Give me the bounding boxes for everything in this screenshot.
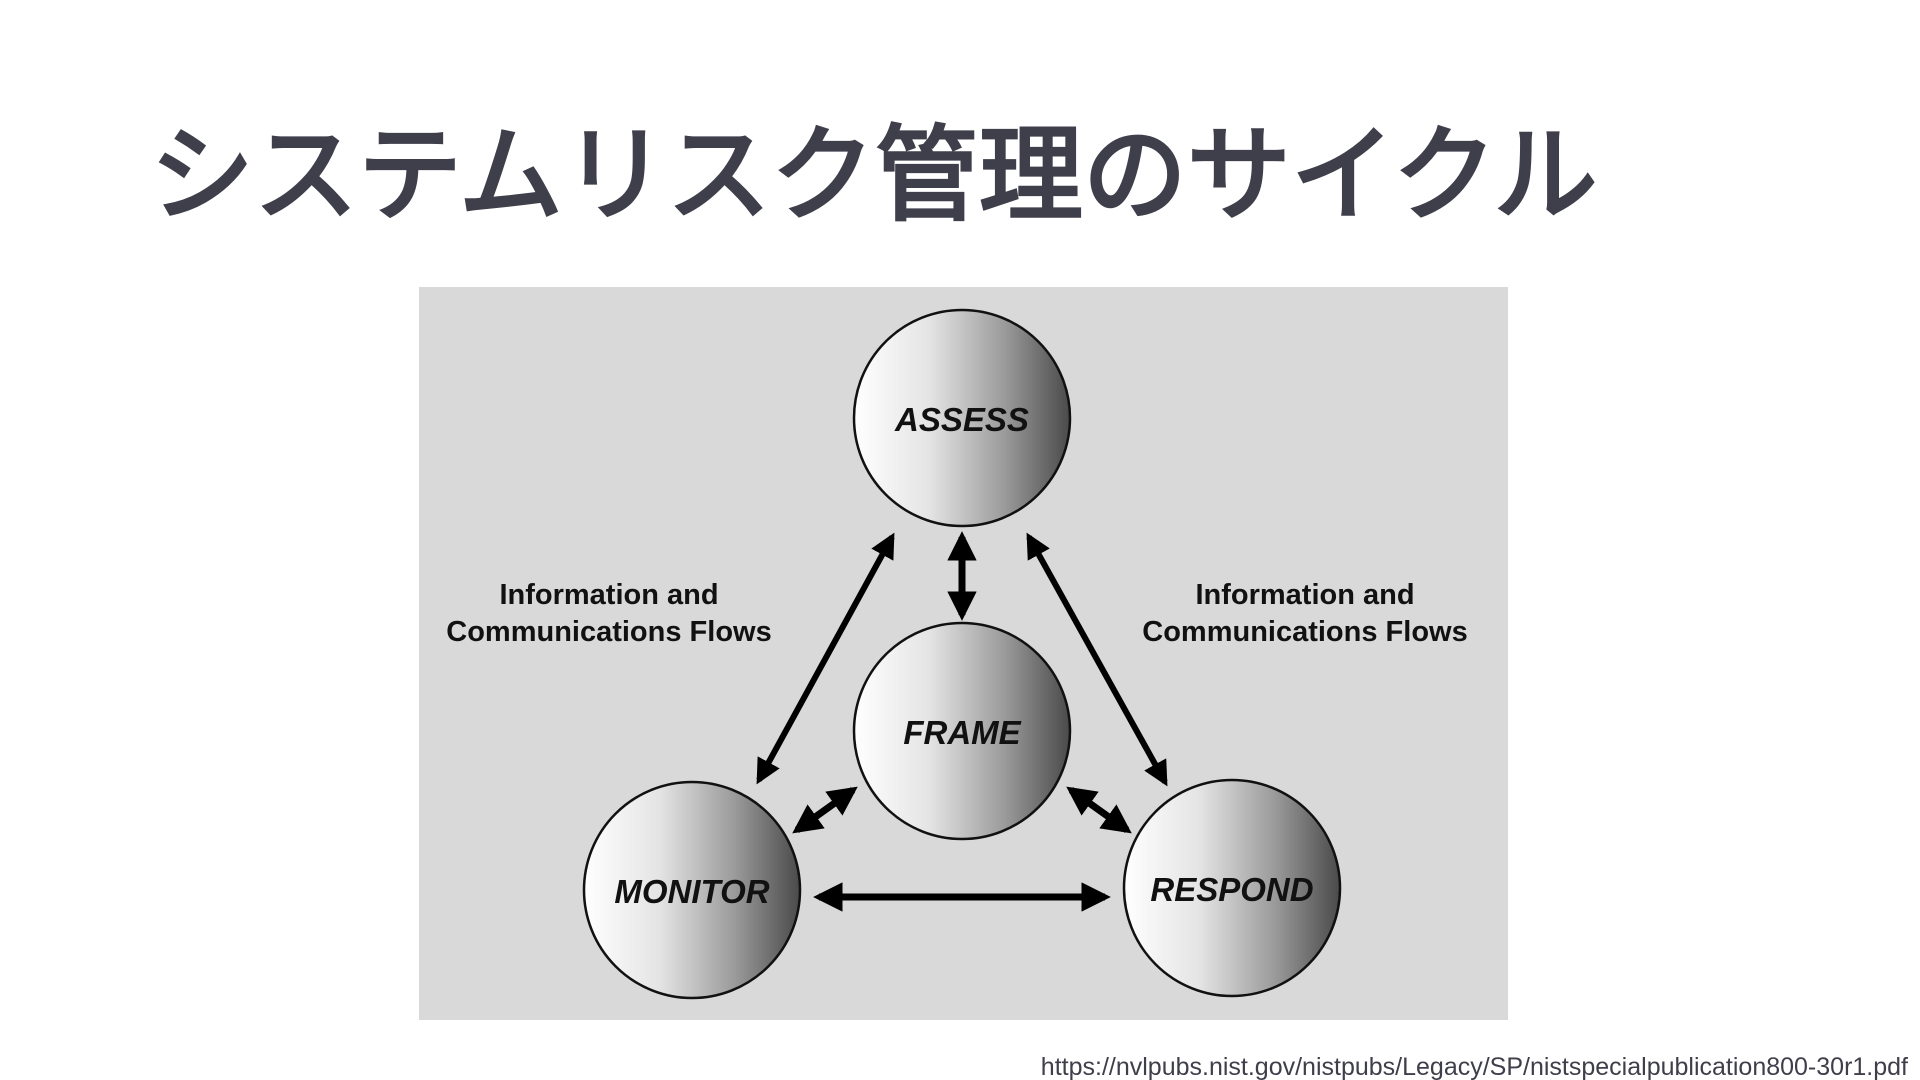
flow-label-right-line1: Information and [1195,579,1414,611]
flow-label-right-line2: Communications Flows [1142,616,1467,648]
arrow-frame-respond [1066,786,1132,834]
node-assess-label: ASSESS [894,401,1029,438]
source-url: https://nvlpubs.nist.gov/nistpubs/Legacy… [1040,1053,1908,1080]
node-respond: RESPOND [1122,778,1342,998]
arrow-assess-monitor [756,532,895,785]
node-assess: ASSESS [852,308,1072,528]
node-frame: FRAME [852,621,1072,841]
node-frame-label: FRAME [903,714,1021,751]
node-respond-label: RESPOND [1150,871,1313,908]
flow-label-right: Information and Communications Flows [1142,579,1467,648]
flow-label-left-line2: Communications Flows [446,616,771,648]
flow-label-left-line1: Information and [499,579,718,611]
arrow-assess-respond [1026,532,1168,787]
risk-cycle-diagram: ASSESS FRAME MONITOR RESPOND Information… [419,287,1508,1020]
node-monitor-label: MONITOR [614,873,769,910]
arrow-frame-monitor [792,786,858,834]
slide-title: システムリスク管理のサイクル [150,114,1598,236]
diagram-canvas: ASSESS FRAME MONITOR RESPOND Information… [446,308,1468,1000]
flow-label-left: Information and Communications Flows [446,579,771,648]
node-monitor: MONITOR [582,780,802,1000]
